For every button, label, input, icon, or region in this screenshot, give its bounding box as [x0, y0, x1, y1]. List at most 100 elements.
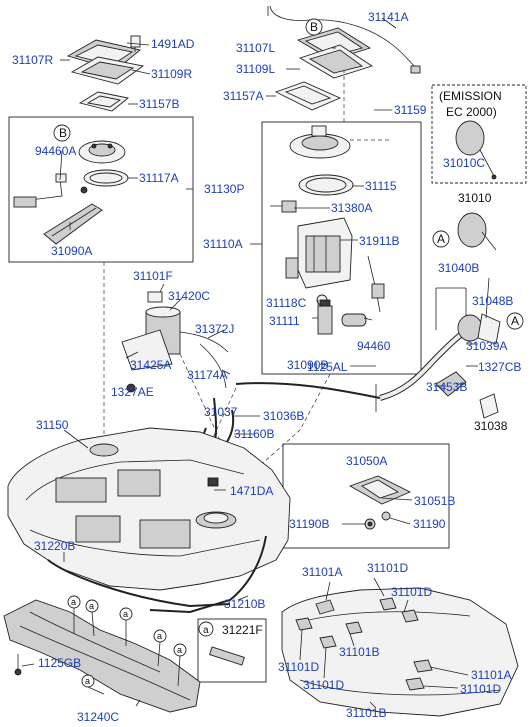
part-label-31425A[interactable]: 31425A	[130, 358, 171, 372]
gasket-31109L	[298, 44, 374, 79]
part-label-1327AE[interactable]: 1327AE	[111, 385, 154, 399]
emission-variant-box	[431, 84, 527, 184]
ref-a-text-shield-4: a	[157, 631, 162, 641]
part-label-31048B[interactable]: 31048B	[472, 294, 513, 308]
ref-a-text-shield-2: a	[89, 601, 94, 611]
part-label-31090A[interactable]: 31090A	[51, 244, 92, 258]
filler-neck-31040B	[379, 313, 501, 401]
part-label-31109R[interactable]: 31109R	[151, 67, 192, 81]
part-label-31130P[interactable]: 31130P	[204, 182, 244, 196]
part-label-31150[interactable]: 31150	[36, 418, 69, 432]
marker-B-text-1: B	[59, 126, 67, 140]
ref-a-text-shield-5: a	[177, 645, 182, 655]
plate-31157B	[78, 91, 130, 112]
part-label-31010: 31010	[458, 191, 492, 205]
part-label-31107R[interactable]: 31107R	[12, 53, 53, 67]
grommet-31190	[381, 511, 391, 521]
part-label-31190B[interactable]: 31190B	[289, 517, 329, 531]
emission-line-1: (EMISSION	[439, 89, 502, 103]
grommet	[80, 186, 88, 194]
part-label-31117A[interactable]: 31117A	[139, 171, 179, 185]
valve-31380A	[270, 200, 297, 213]
part-label-31210B[interactable]: 31210B	[224, 597, 265, 611]
pump-motor-31111	[317, 299, 333, 335]
marker-A-circle-2	[506, 312, 524, 330]
part-label-31101D-1[interactable]: 31101D	[367, 561, 408, 575]
pump-module-31911B	[297, 217, 353, 289]
part-label-31372J[interactable]: 31372J	[195, 322, 234, 336]
hose-31141A	[267, 5, 421, 74]
part-label-94460[interactable]: 94460	[357, 339, 391, 353]
bracket-31425A	[121, 329, 173, 371]
guide-canister	[179, 353, 221, 441]
part-label-31036B[interactable]: 31036B	[263, 409, 304, 423]
marker-A-text-1: A	[437, 232, 445, 246]
pad-31221F	[209, 646, 245, 666]
part-label-31380A[interactable]: 31380A	[331, 201, 372, 215]
marker-B-circle-2	[305, 18, 323, 36]
tag-31038	[479, 393, 499, 419]
part-label-31220B[interactable]: 31220B	[34, 539, 75, 553]
line-31372J	[179, 331, 229, 353]
part-label-1125GB[interactable]: 1125GB	[38, 656, 81, 670]
marker-B-text-2: B	[310, 20, 318, 34]
ref-a-text-shield-1: a	[71, 597, 76, 607]
assembly-box-31130P	[8, 116, 194, 263]
part-label-31159[interactable]: 31159	[394, 103, 427, 117]
part-label-31240C[interactable]: 31240C	[77, 710, 119, 724]
part-label-31010C[interactable]: 31010C	[443, 156, 485, 170]
part-label-1327CB[interactable]: 1327CB	[478, 360, 521, 374]
part-label-31174A[interactable]: 31174A	[187, 368, 227, 382]
part-label-31101A-2[interactable]: 31101A	[471, 668, 511, 682]
cover-31051B	[348, 475, 412, 505]
leader-31048B	[485, 277, 490, 319]
part-label-31110A[interactable]: 31110A	[203, 237, 243, 251]
clip-1491AD	[130, 35, 141, 52]
part-label-31911B[interactable]: 31911B	[359, 234, 399, 248]
part-label-31111[interactable]: 31111	[269, 314, 300, 328]
part-label-31160B[interactable]: 31160B	[234, 427, 274, 441]
marker-A-text-2: A	[511, 314, 519, 328]
strainer-31090B	[341, 313, 367, 327]
strap-31220B	[47, 559, 231, 608]
part-label-31157A[interactable]: 31157A	[223, 89, 263, 103]
part-label-31101A-1[interactable]: 31101A	[302, 565, 342, 579]
part-label-31190[interactable]: 31190	[413, 517, 446, 531]
part-label-31420C[interactable]: 31420C	[168, 289, 210, 303]
part-label-31107L[interactable]: 31107L	[236, 41, 275, 55]
floor-panel	[281, 587, 519, 717]
ref-a-text-shield-3: a	[123, 609, 128, 619]
sender-94460A	[13, 173, 67, 208]
part-label-31101F[interactable]: 31101F	[133, 269, 173, 283]
ref-a-text: a	[203, 625, 209, 636]
vent-line	[235, 382, 381, 399]
part-label-31037[interactable]: 31037	[204, 405, 238, 419]
part-label-31109L[interactable]: 31109L	[236, 62, 275, 76]
part-label-31090B[interactable]: 31090B	[287, 358, 328, 372]
part-label-31115[interactable]: 31115	[365, 179, 397, 193]
filter-31090A	[43, 203, 103, 245]
part-label-94460A[interactable]: 94460A	[35, 144, 76, 158]
ref-a-markers-shield	[67, 595, 187, 695]
part-label-31453B[interactable]: 31453B	[426, 380, 467, 394]
marker-A-circle-1	[432, 230, 450, 248]
marker-B-circle-1	[53, 124, 71, 142]
part-label-31157B[interactable]: 31157B	[139, 97, 179, 111]
part-label-31101B-1[interactable]: 31101B	[339, 645, 379, 659]
part-label-31050A[interactable]: 31050A	[346, 454, 387, 468]
part-label-31039A[interactable]: 31039A	[466, 339, 507, 353]
part-label-31040B[interactable]: 31040B	[438, 261, 479, 275]
part-label-1125AL[interactable]: 1125AL	[307, 360, 348, 374]
part-label-31101D-5[interactable]: 31101D	[460, 682, 501, 696]
part-label-31118C[interactable]: 31118C	[266, 296, 307, 310]
part-label-1471DA[interactable]: 1471DA	[230, 484, 273, 498]
part-label-31101D-4[interactable]: 31101D	[303, 678, 344, 692]
part-label-31141A[interactable]: 31141A	[368, 10, 408, 24]
part-label-31101B-2[interactable]: 31101B	[346, 706, 386, 720]
part-label-1491AD[interactable]: 1491AD	[151, 37, 195, 51]
cap-31010C	[455, 120, 497, 180]
part-label-31101D-3[interactable]: 31101D	[278, 660, 319, 674]
part-label-31051B[interactable]: 31051B	[414, 494, 455, 508]
part-label-31101D-2[interactable]: 31101D	[391, 585, 432, 599]
